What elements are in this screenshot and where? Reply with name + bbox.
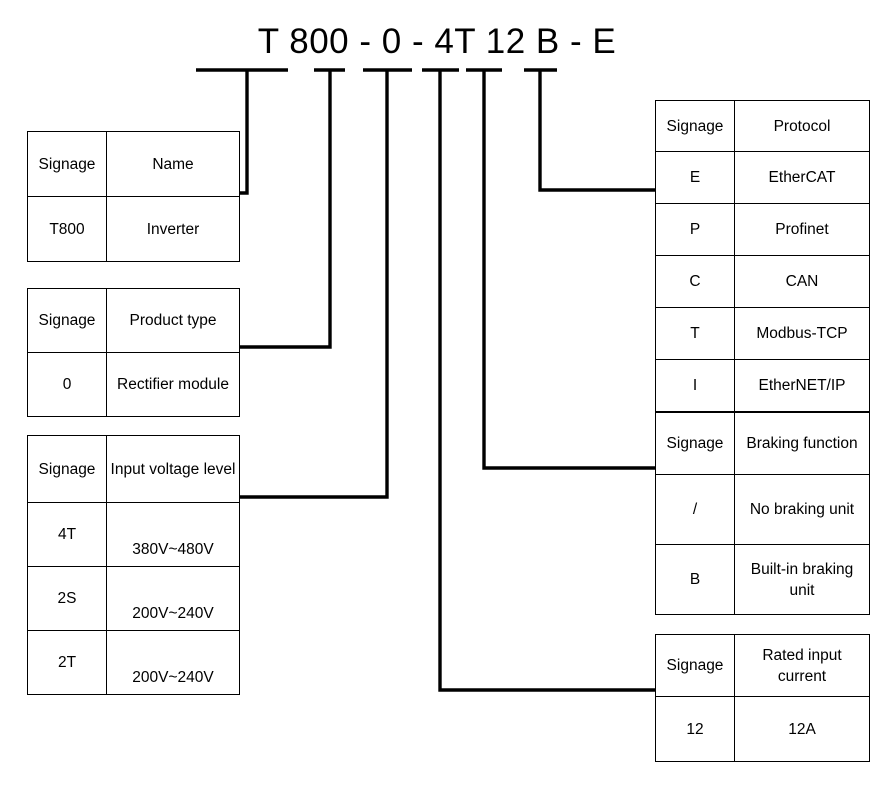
table-row: T Modbus-TCP: [655, 307, 870, 360]
header-protocol: Protocol: [734, 100, 870, 152]
cell-braking-function: No braking unit: [734, 474, 870, 545]
leader-braking: [482, 70, 655, 470]
table-header-row: Signage Product type: [27, 288, 240, 353]
input-voltage-table: Signage Input voltage level 4T 380V~480V…: [27, 435, 240, 695]
table-row: I EtherNET/IP: [655, 359, 870, 412]
cell-protocol: Modbus-TCP: [734, 307, 870, 360]
table-header-row: Signage Braking function: [655, 412, 870, 475]
header-braking-function: Braking function: [734, 412, 870, 475]
header-name: Name: [106, 131, 240, 197]
cell-signage: T: [655, 307, 735, 360]
cell-protocol: EtherNET/IP: [734, 359, 870, 412]
cell-signage: I: [655, 359, 735, 412]
cell-voltage-range: 200V~240V: [106, 630, 240, 695]
cell-protocol: Profinet: [734, 203, 870, 256]
cell-name: Inverter: [106, 196, 240, 262]
leader-current: [438, 70, 655, 692]
cell-signage: 2T: [27, 630, 107, 695]
header-signage: Signage: [27, 131, 107, 197]
cell-signage: T800: [27, 196, 107, 262]
table-row: T800 Inverter: [27, 196, 240, 262]
table-row: B Built-in braking unit: [655, 544, 870, 615]
rated-current-table: Signage Rated input current 12 12A: [655, 634, 870, 762]
table-row: 0 Rectifier module: [27, 352, 240, 417]
table-row: 2S 200V~240V: [27, 566, 240, 631]
table-row: P Profinet: [655, 203, 870, 256]
table-row: 12 12A: [655, 696, 870, 762]
table-header-row: Signage Protocol: [655, 100, 870, 152]
header-rated-current: Rated input current: [734, 634, 870, 697]
cell-signage: E: [655, 151, 735, 204]
cell-product-type: Rectifier module: [106, 352, 240, 417]
cell-voltage-range: 380V~480V: [106, 502, 240, 567]
cell-protocol: EtherCAT: [734, 151, 870, 204]
protocol-table: Signage Protocol E EtherCAT P Profinet C…: [655, 100, 870, 412]
table-header-row: Signage Name: [27, 131, 240, 197]
name-table: Signage Name T800 Inverter: [27, 131, 240, 262]
cell-protocol: CAN: [734, 255, 870, 308]
table-row: 4T 380V~480V: [27, 502, 240, 567]
leader-protocol: [538, 70, 655, 192]
braking-table: Signage Braking function / No braking un…: [655, 412, 870, 615]
table-row: 2T 200V~240V: [27, 630, 240, 695]
cell-braking-function: Built-in braking unit: [734, 544, 870, 615]
header-signage: Signage: [655, 100, 735, 152]
header-signage: Signage: [27, 435, 107, 503]
table-row: / No braking unit: [655, 474, 870, 545]
header-product-type: Product type: [106, 288, 240, 353]
cell-signage: 4T: [27, 502, 107, 567]
cell-signage: C: [655, 255, 735, 308]
cell-signage: 2S: [27, 566, 107, 631]
table-row: C CAN: [655, 255, 870, 308]
header-signage: Signage: [27, 288, 107, 353]
cell-signage: P: [655, 203, 735, 256]
model-code-title: T 800 - 0 - 4T 12 B - E: [257, 22, 617, 61]
header-signage: Signage: [655, 634, 735, 697]
table-header-row: Signage Rated input current: [655, 634, 870, 697]
cell-signage: 12: [655, 696, 735, 762]
header-input-voltage: Input voltage level: [106, 435, 240, 503]
table-row: E EtherCAT: [655, 151, 870, 204]
cell-voltage-range: 200V~240V: [106, 566, 240, 631]
product-type-table: Signage Product type 0 Rectifier module: [27, 288, 240, 417]
cell-rated-current: 12A: [734, 696, 870, 762]
cell-signage: 0: [27, 352, 107, 417]
table-header-row: Signage Input voltage level: [27, 435, 240, 503]
cell-signage: B: [655, 544, 735, 615]
header-signage: Signage: [655, 412, 735, 475]
cell-signage: /: [655, 474, 735, 545]
